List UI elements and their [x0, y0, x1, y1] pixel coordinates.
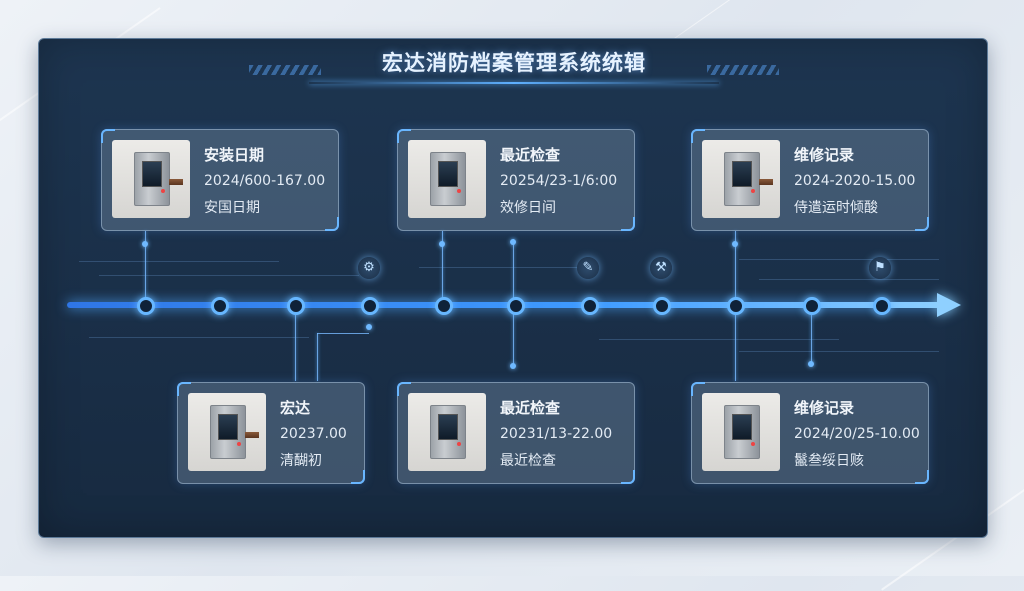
circuit-line	[89, 337, 309, 338]
card-latest-inspection[interactable]: 最近检查 20254/23-1/6:00 效修日间	[397, 129, 635, 231]
cabinet-graphic	[210, 405, 259, 459]
timeline-node[interactable]	[287, 297, 305, 315]
timeline-panel: 宏达消防档案管理系统统辑 安装日期 2024/600-167.00 安国日期 最…	[38, 38, 988, 538]
timeline-node[interactable]	[435, 297, 453, 315]
card-subtitle: 侍遣运时倾酸	[794, 200, 878, 216]
connector-line	[295, 309, 296, 381]
card-subtitle: 鬣叁绥日赅	[794, 453, 864, 469]
connector-dot	[366, 324, 372, 330]
circuit-line	[79, 261, 279, 262]
connector-line	[442, 231, 443, 301]
card-date: 2024/20/25-10.00	[794, 426, 920, 442]
card-hongda[interactable]: 宏达 20237.00 清醐初	[177, 382, 365, 484]
header-stripes-left	[249, 65, 321, 75]
card-corner	[397, 129, 411, 143]
timeline-node[interactable]	[873, 297, 891, 315]
card-maintenance-record-2[interactable]: 维修记录 2024/20/25-10.00 鬣叁绥日赅	[691, 382, 929, 484]
circuit-line	[739, 351, 939, 352]
card-date: 20237.00	[280, 426, 347, 442]
header: 宏达消防档案管理系统统辑	[249, 39, 779, 84]
card-title: 宏达	[280, 399, 311, 417]
card-subtitle: 最近检查	[500, 453, 556, 469]
card-maintenance-record[interactable]: 维修记录 2024-2020-15.00 侍遣运时倾酸	[691, 129, 929, 231]
connector-line	[513, 239, 514, 301]
timeline-node[interactable]	[211, 297, 229, 315]
card-title: 最近检查	[500, 146, 561, 164]
tool-icon[interactable]: ✎	[577, 257, 599, 279]
fire-cabinet-image	[188, 393, 266, 471]
connector-line	[145, 231, 146, 301]
connector-dot	[732, 241, 738, 247]
connector-line	[735, 231, 736, 301]
circuit-line	[599, 339, 839, 340]
timeline-node[interactable]	[507, 297, 525, 315]
timeline-node[interactable]	[361, 297, 379, 315]
timeline-node[interactable]	[653, 297, 671, 315]
card-corner	[621, 217, 635, 231]
card-corner	[397, 382, 411, 396]
fire-cabinet-image	[112, 140, 190, 218]
fire-cabinet-image	[408, 140, 486, 218]
connector-dot	[510, 239, 516, 245]
card-subtitle: 安国日期	[204, 200, 260, 216]
connector-line	[811, 309, 812, 365]
card-corner	[915, 470, 929, 484]
circuit-line	[419, 267, 599, 268]
circuit-line	[317, 333, 369, 334]
card-date: 20254/23-1/6:00	[500, 173, 618, 189]
circuit-line	[759, 279, 939, 280]
circuit-line	[99, 275, 359, 276]
header-stripes-right	[707, 65, 779, 75]
timeline-node[interactable]	[581, 297, 599, 315]
timeline-node[interactable]	[727, 297, 745, 315]
fire-cabinet-image	[702, 393, 780, 471]
timeline-node[interactable]	[137, 297, 155, 315]
gear-icon[interactable]: ⚙	[358, 257, 380, 279]
timeline-node[interactable]	[803, 297, 821, 315]
cabinet-graphic	[134, 152, 183, 206]
wrench-icon[interactable]: ⚒	[650, 257, 672, 279]
fire-cabinet-image	[408, 393, 486, 471]
fire-cabinet-image	[702, 140, 780, 218]
card-date: 2024-2020-15.00	[794, 173, 916, 189]
connector-line	[735, 309, 736, 381]
connector-line	[317, 333, 318, 381]
person-icon[interactable]: ⚑	[869, 257, 891, 279]
timeline-arrow	[937, 293, 961, 317]
card-latest-inspection-2[interactable]: 最近检查 20231/13-22.00 最近检查	[397, 382, 635, 484]
card-title: 安装日期	[204, 146, 265, 164]
cabinet-graphic	[724, 405, 760, 459]
card-corner	[325, 217, 339, 231]
cabinet-graphic	[724, 152, 773, 206]
connector-dot	[808, 361, 814, 367]
title-underline	[309, 82, 719, 84]
connector-dot	[439, 241, 445, 247]
card-corner	[691, 129, 705, 143]
card-title: 最近检查	[500, 399, 561, 417]
card-date: 2024/600-167.00	[204, 173, 326, 189]
card-corner	[177, 382, 191, 396]
cabinet-graphic	[430, 405, 466, 459]
page-title: 宏达消防档案管理系统统辑	[382, 51, 646, 75]
connector-dot	[510, 363, 516, 369]
card-corner	[351, 470, 365, 484]
card-corner	[101, 129, 115, 143]
card-subtitle: 效修日间	[500, 200, 556, 216]
card-corner	[621, 470, 635, 484]
card-date: 20231/13-22.00	[500, 426, 613, 442]
card-title: 维修记录	[794, 399, 855, 417]
card-subtitle: 清醐初	[280, 453, 322, 469]
connector-line	[513, 309, 514, 367]
connector-dot	[142, 241, 148, 247]
card-corner	[915, 217, 929, 231]
card-install-date[interactable]: 安装日期 2024/600-167.00 安国日期	[101, 129, 339, 231]
card-title: 维修记录	[794, 146, 855, 164]
circuit-line	[739, 259, 939, 260]
cabinet-graphic	[430, 152, 466, 206]
card-corner	[691, 382, 705, 396]
